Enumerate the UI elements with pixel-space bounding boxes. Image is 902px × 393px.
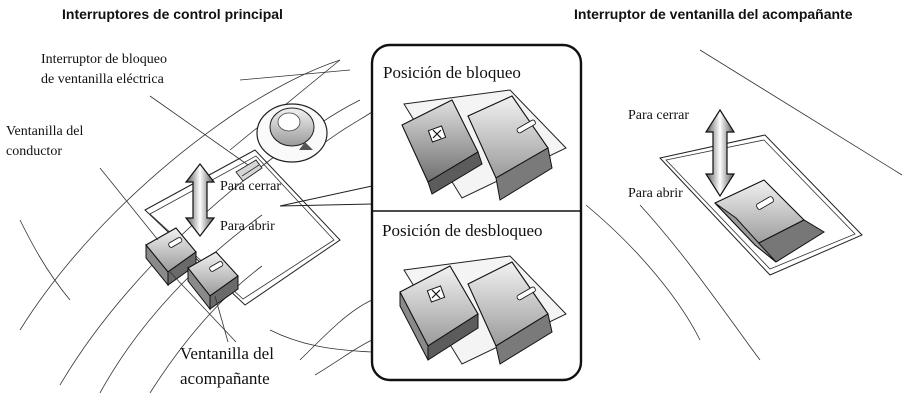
driver-window-switch-icon <box>145 227 197 287</box>
label-to-open: Para abrir <box>220 219 275 234</box>
callout-wedge <box>279 185 373 207</box>
label-to-close: Para cerrar <box>220 179 281 194</box>
lock-switch-icon <box>235 159 263 182</box>
main-switch-panel-illustration: Interruptor de bloqueo de ventanilla elé… <box>6 52 373 393</box>
locked-state-switches-icon <box>401 89 567 201</box>
label-passenger-window-line1: Ventanilla del <box>180 344 274 363</box>
leader-passenger-window-a <box>214 295 229 343</box>
up-down-arrow-icon <box>184 163 216 237</box>
label-passenger-window-line2: acompañante <box>180 369 270 388</box>
heading-passenger-switch: Interruptor de ventanilla del acompañant… <box>574 6 853 22</box>
lock-position-inset: Posición de bloqueo Posición de desbloqu… <box>370 43 583 382</box>
passenger-up-down-arrow-icon <box>704 108 736 198</box>
label-lock-position: Posición de bloqueo <box>383 63 521 82</box>
passenger-window-switch-on-panel-icon <box>187 251 239 311</box>
label-lock-switch-line1: Interruptor de bloqueo <box>41 52 167 67</box>
leader-driver-window <box>99 167 159 241</box>
label-driver-window-line2: conductor <box>6 144 62 159</box>
label-passenger-to-open: Para abrir <box>628 186 683 201</box>
leader-passenger-window-b <box>169 271 237 343</box>
label-passenger-to-close: Para cerrar <box>628 108 689 123</box>
heading-main-switches: Interruptores de control principal <box>62 6 283 22</box>
unlocked-state-switches-icon <box>399 255 567 365</box>
passenger-window-switch-icon <box>714 179 825 263</box>
label-lock-switch-line2: de ventanilla eléctrica <box>41 72 165 87</box>
passenger-switch-illustration: Para cerrar Para abrir <box>585 49 902 361</box>
leader-lock-switch <box>149 95 249 166</box>
mirror-knob-icon <box>256 103 328 163</box>
label-driver-window-line1: Ventanilla del <box>6 124 83 139</box>
label-unlock-position: Posición de desbloqueo <box>382 221 543 240</box>
